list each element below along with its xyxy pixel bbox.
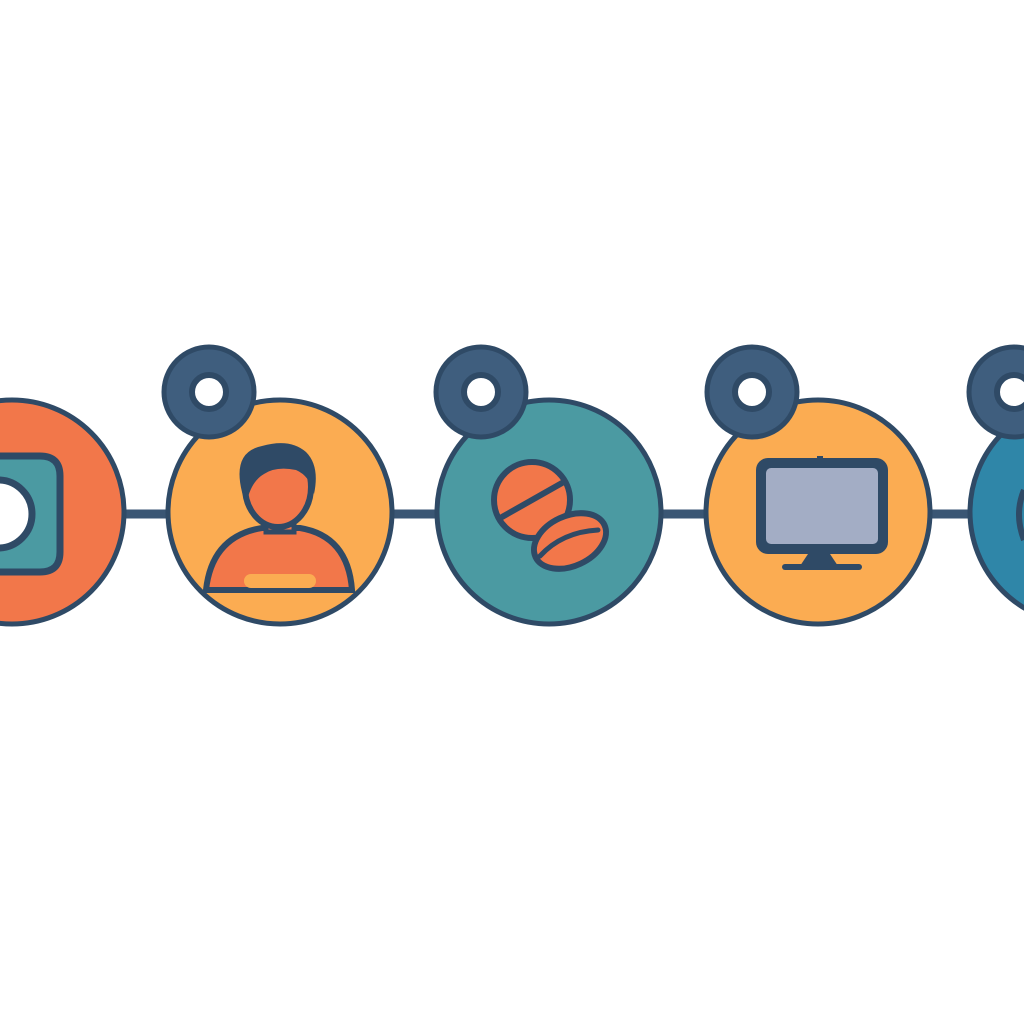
pill-icon — [491, 459, 610, 572]
timeline-node — [703, 397, 933, 627]
pin-marker — [161, 344, 257, 440]
timeline-node — [165, 397, 395, 627]
monitor-icon — [756, 456, 888, 570]
partial-icon — [1016, 488, 1024, 542]
pin-marker — [433, 344, 529, 440]
timeline-node — [434, 397, 664, 627]
timeline-node — [967, 413, 1024, 611]
pin-marker — [966, 344, 1024, 440]
node-circle — [967, 413, 1024, 611]
pins — [161, 344, 1024, 440]
timeline-node — [0, 397, 127, 627]
pin-marker — [704, 344, 800, 440]
person-icon — [202, 443, 356, 593]
camera-icon — [0, 452, 64, 576]
